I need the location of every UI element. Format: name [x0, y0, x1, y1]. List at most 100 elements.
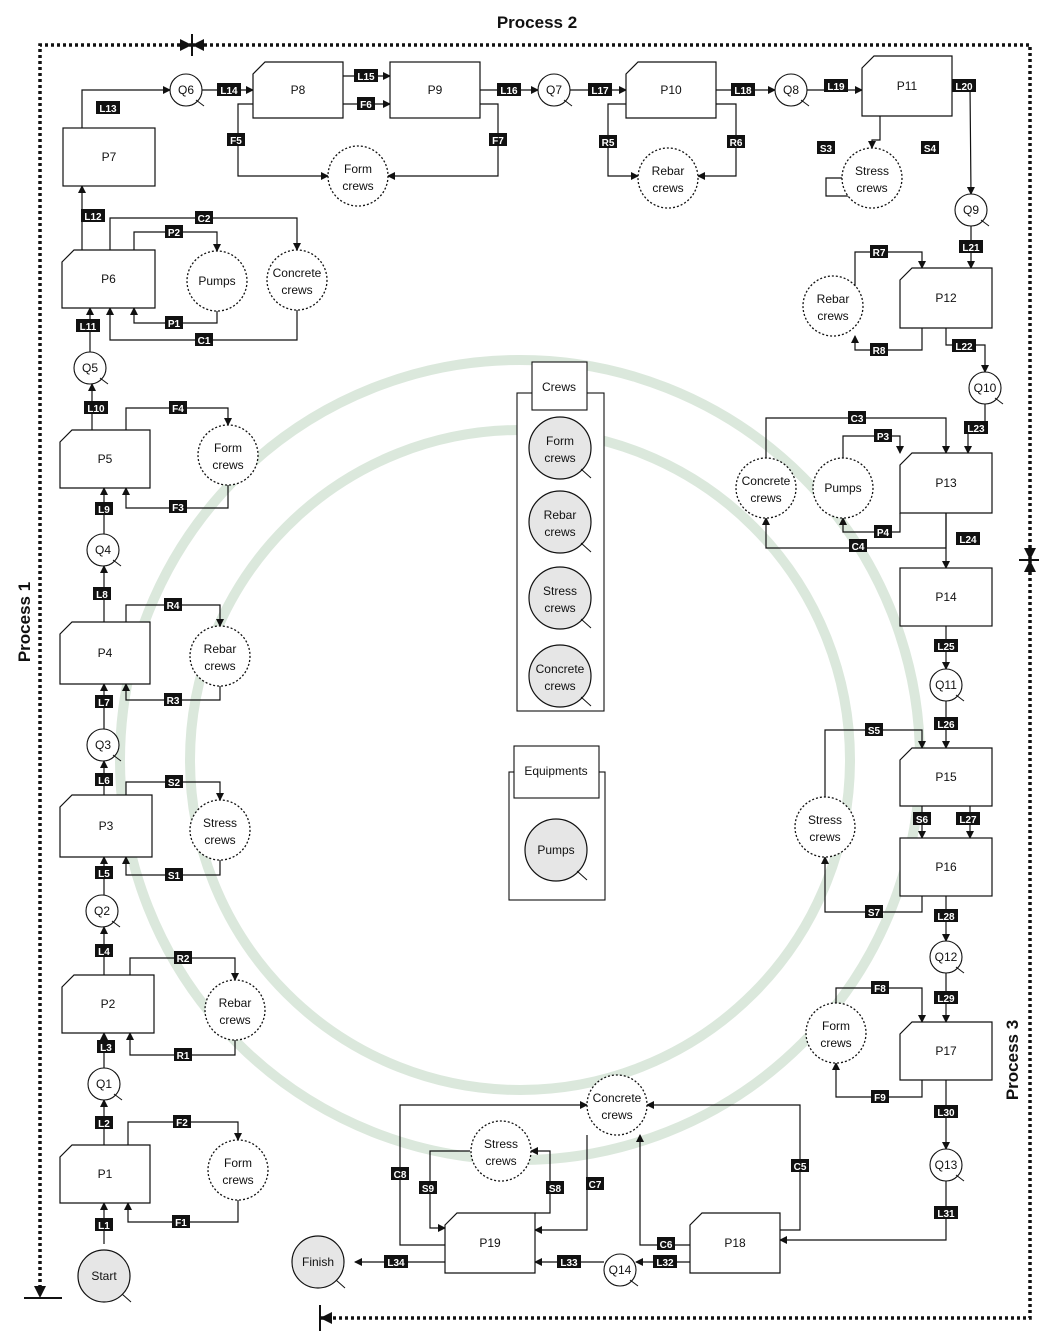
queue-label: Q13: [935, 1158, 958, 1172]
edge-label-l34: L34: [384, 1255, 408, 1269]
legend-crew-label: Concrete: [536, 662, 585, 676]
edge-label-c3: C3: [848, 411, 866, 425]
edge-label-text: L27: [959, 815, 977, 826]
flow-edge: [855, 328, 922, 350]
process-p11: P11: [862, 56, 952, 116]
finish-label: Finish: [302, 1255, 334, 1269]
edge-label-l11: L11: [76, 319, 100, 333]
flow-edge: [640, 1135, 690, 1245]
edge-label-c2: C2: [195, 211, 213, 225]
edge-label-text: F3: [172, 503, 184, 514]
edge-label-f6: F6: [357, 97, 375, 111]
edge-label-text: L34: [387, 1258, 405, 1269]
edge-label-text: L33: [560, 1258, 578, 1269]
edge-label-text: L22: [955, 342, 973, 353]
edge-label-c5: C5: [791, 1159, 809, 1173]
edge-label-f1: F1: [172, 1215, 190, 1229]
process-label: P1: [98, 1167, 113, 1181]
edge-label-s5: S5: [865, 723, 883, 737]
queue-label: Q2: [94, 904, 110, 918]
edge-label-text: L8: [96, 590, 108, 601]
resource-label: Concrete: [593, 1091, 642, 1105]
resource-label: crews: [817, 309, 848, 323]
edge-label-l15: L15: [354, 69, 378, 83]
resource-label: crews: [750, 491, 781, 505]
edge-label-l5: L5: [95, 866, 113, 880]
process-label: P8: [291, 83, 306, 97]
edge-label-l31: L31: [934, 1206, 958, 1220]
process-p3: P3: [60, 795, 152, 857]
queue-q2: Q2: [86, 895, 120, 927]
edge-label-f7: F7: [489, 133, 507, 147]
legend-crew-label: Stress: [543, 584, 577, 598]
edge-label-text: C8: [394, 1170, 407, 1181]
edge-label-text: P4: [877, 528, 890, 539]
resource-label: Pumps: [824, 481, 861, 495]
edge-label-text: L21: [962, 243, 980, 254]
process-label: P5: [98, 452, 113, 466]
concrete-crews-3: Concrete crews: [587, 1075, 647, 1135]
edge-label-c8: C8: [391, 1167, 409, 1181]
edge-label-f8: F8: [871, 981, 889, 995]
edge-label-text: F8: [874, 984, 886, 995]
process2-title: Process 2: [497, 13, 577, 32]
queue-q9: Q9: [955, 194, 989, 226]
queue-label: Q9: [963, 203, 979, 217]
process-label: P10: [660, 83, 682, 97]
resource-label: Concrete: [273, 266, 322, 280]
resource-label: crews: [204, 833, 235, 847]
resource-label: crews: [856, 181, 887, 195]
queue-label: Q5: [82, 361, 98, 375]
legend-crew-item: Rebarcrews: [529, 491, 591, 553]
process-label: P7: [102, 150, 117, 164]
queue-q8: Q8: [775, 74, 809, 106]
resource-label: Stress: [484, 1137, 518, 1151]
queue-label: Q6: [178, 83, 194, 97]
edge-label-text: L29: [937, 994, 955, 1005]
process-label: P6: [101, 272, 116, 286]
process-p12: P12: [900, 268, 992, 328]
edge-label-text: L10: [87, 404, 105, 415]
edge-label-text: R6: [730, 138, 743, 149]
process-p10: P10: [626, 62, 716, 118]
process-label: P17: [935, 1044, 957, 1058]
edge-label-l17: L17: [588, 83, 612, 97]
resource-label: Rebar: [219, 996, 252, 1010]
form-crews-2: Formcrews: [198, 425, 258, 485]
edge-label-text: L31: [937, 1209, 955, 1220]
edge-label-l30: L30: [934, 1105, 958, 1119]
edge-label-l19: L19: [824, 79, 848, 93]
edge-label-text: R3: [167, 696, 180, 707]
edge-label-l25: L25: [934, 639, 958, 653]
resource-label: Stress: [203, 816, 237, 830]
edge-label-text: L4: [98, 947, 110, 958]
edge-label-text: F7: [492, 136, 504, 147]
resource-label: crews: [820, 1036, 851, 1050]
resource-label: Concrete: [742, 474, 791, 488]
flow-edge: [647, 1105, 800, 1230]
resource-label: Form: [344, 162, 372, 176]
process-p13: P13: [900, 453, 992, 513]
edge-label-l8: L8: [93, 587, 111, 601]
pumps-2: Pumps: [813, 458, 873, 518]
edge-label-text: L17: [591, 86, 609, 97]
edge-label-text: R7: [873, 248, 886, 259]
resource-label: crews: [601, 1108, 632, 1122]
edge-label-r1: R1: [174, 1048, 192, 1062]
edge-label-text: L18: [734, 86, 752, 97]
edge-label-p1: P1: [165, 316, 183, 330]
edge-label-text: P1: [168, 319, 181, 330]
resource-label: crews: [809, 830, 840, 844]
queue-label: Q1: [96, 1077, 112, 1091]
queue-q7: Q7: [538, 74, 572, 106]
edge-label-l20: L20: [952, 79, 976, 93]
edge-label-text: C3: [851, 414, 864, 425]
edge-label-text: L23: [967, 424, 985, 435]
edge-label-text: L19: [827, 82, 845, 93]
